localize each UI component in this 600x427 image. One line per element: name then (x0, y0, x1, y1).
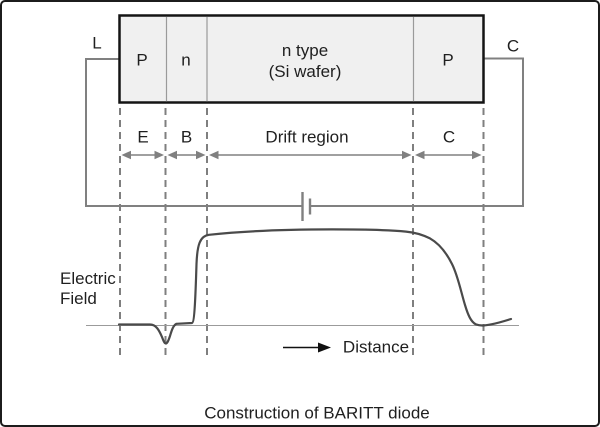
wafer-region-ntype: n type (Si wafer) (269, 40, 342, 82)
dimension-label-drift: Drift region (265, 127, 349, 147)
terminal-label-left: L (92, 33, 102, 53)
efield-axis-label-line2: Field (60, 289, 97, 308)
wafer-region-n: n (181, 50, 191, 70)
wafer-region-p-left: P (136, 50, 148, 70)
dimension-arrow-drift (209, 150, 412, 160)
dimension-arrow-c (415, 150, 482, 160)
efield-axis-label-line1: Electric (60, 269, 116, 288)
circuit-wire-left (85, 58, 302, 207)
wafer-region-ntype-sublabel: (Si wafer) (268, 62, 342, 81)
battery-icon (301, 192, 312, 221)
circuit-wire-right (310, 57, 524, 207)
efield-axis-label: Electric Field (60, 269, 116, 309)
dimension-label-e: E (137, 127, 149, 147)
dimension-arrow-b (167, 150, 206, 160)
efield-curve (117, 228, 513, 345)
distance-arrow-icon (283, 342, 331, 353)
dimension-arrow-e (121, 150, 164, 160)
distance-axis-label: Distance (342, 337, 410, 357)
wafer-region-p-right: P (442, 50, 454, 70)
wafer-block (118, 14, 485, 104)
dimension-label-b: B (180, 127, 193, 147)
dimension-label-c: C (442, 127, 456, 147)
terminal-label-right: C (506, 36, 520, 56)
dimension-arrows (121, 150, 482, 160)
wafer-region-ntype-label: n type (281, 41, 329, 60)
diagram-caption: Construction of BARITT diode (204, 403, 430, 423)
